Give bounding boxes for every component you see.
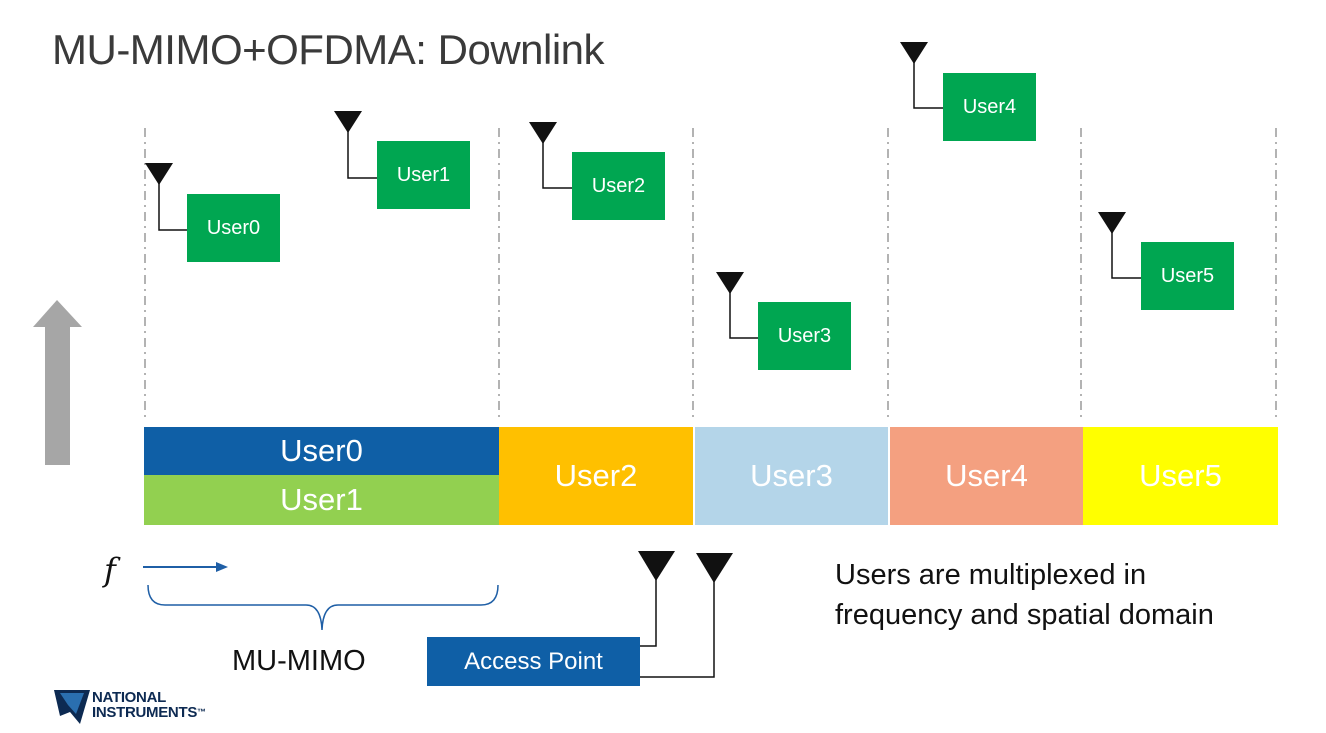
ni-logo-icon xyxy=(54,690,90,724)
antenna-icon-user4 xyxy=(900,42,943,109)
ni-logo-text: NATIONAL INSTRUMENTS™ xyxy=(92,690,206,720)
logo-line-1: NATIONAL xyxy=(92,689,166,706)
band-user3: User3 xyxy=(695,427,888,525)
antenna-icon-user0 xyxy=(145,163,188,231)
band-user2: User2 xyxy=(499,427,693,525)
antenna-icon-user5 xyxy=(1098,212,1141,279)
frequency-symbol: f xyxy=(104,551,116,589)
user-box-user5: User5 xyxy=(1141,242,1234,310)
mu-mimo-label: MU-MIMO xyxy=(232,645,366,677)
user-box-user1: User1 xyxy=(377,141,470,209)
page-title: MU-MIMO+OFDMA: Downlink xyxy=(52,26,605,73)
frequency-arrow-icon xyxy=(143,562,228,572)
caption-line-1: Users are multiplexed in xyxy=(835,559,1147,591)
user-box-user4: User4 xyxy=(943,73,1036,141)
column-dividers xyxy=(144,128,1277,420)
mu-mimo-brace xyxy=(147,584,499,631)
caption-line-2: frequency and spatial domain xyxy=(835,599,1214,631)
access-point-box: Access Point xyxy=(427,637,640,686)
antenna-icon-user2 xyxy=(529,122,573,189)
band-user4: User4 xyxy=(890,427,1083,525)
antenna-icon-access-point-1 xyxy=(638,551,675,647)
band-user1: User1 xyxy=(144,475,499,525)
logo-line-2: INSTRUMENTS xyxy=(92,704,198,721)
up-arrow-icon xyxy=(33,300,82,465)
antenna-icon-user1 xyxy=(334,111,377,179)
band-user5: User5 xyxy=(1083,427,1278,525)
band-user0: User0 xyxy=(144,427,499,475)
user-box-user2: User2 xyxy=(572,152,665,220)
antenna-icon-user3 xyxy=(716,272,759,339)
user-box-user3: User3 xyxy=(758,302,851,370)
logo-trademark: ™ xyxy=(197,707,206,717)
user-box-user0: User0 xyxy=(187,194,280,262)
antenna-icon-access-point-2 xyxy=(640,553,733,678)
